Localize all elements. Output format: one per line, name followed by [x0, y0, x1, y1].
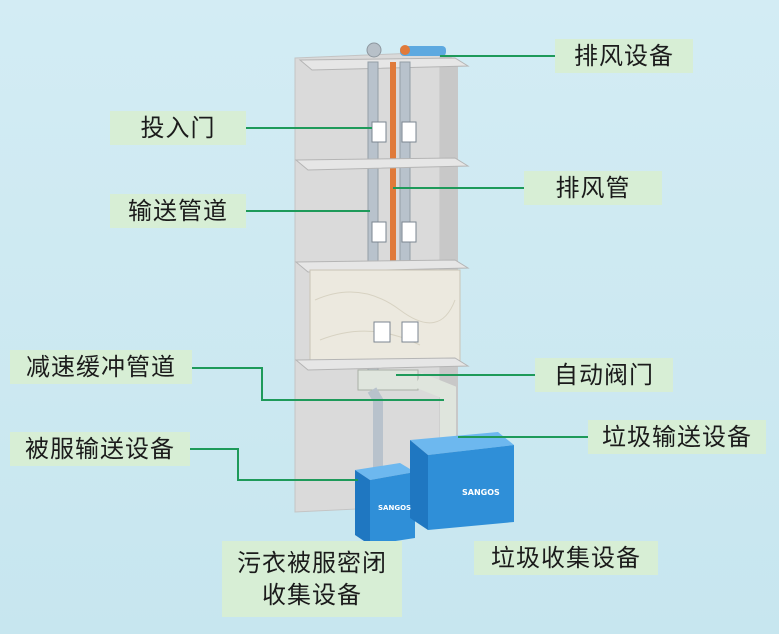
label-garbage-conveying: 垃圾输送设备 — [588, 420, 766, 454]
brand-linen: SANGOS — [378, 504, 411, 512]
label-buffer-pipe: 减速缓冲管道 — [10, 350, 192, 384]
label-linen-collection-line2: 收集设备 — [262, 581, 362, 609]
linen-bin — [355, 463, 415, 545]
label-exhaust-pipe: 排风管 — [524, 171, 662, 205]
label-conveying-pipe: 输送管道 — [110, 194, 246, 228]
label-linen-collection-line1: 污衣被服密闭 — [237, 549, 387, 577]
exhaust-fan-icon — [366, 42, 446, 58]
leader-linen-conveying — [190, 448, 358, 481]
leader-lines — [190, 55, 588, 481]
garbage-bin — [410, 432, 514, 530]
label-linen-conveying: 被服输送设备 — [10, 432, 190, 466]
label-automatic-valve: 自动阀门 — [535, 358, 673, 392]
exhaust-pipe — [390, 62, 396, 277]
shelf-3 — [294, 259, 470, 273]
input-door-icon — [371, 121, 417, 243]
label-input-door: 投入门 — [110, 111, 246, 145]
leader-buffer-pipe — [192, 367, 444, 401]
garbage-pipe — [415, 372, 456, 440]
shelf-2 — [294, 157, 470, 171]
automatic-valve — [357, 369, 419, 391]
shelf-4 — [294, 357, 470, 371]
chamber — [309, 269, 461, 363]
label-exhaust-equipment: 排风设备 — [555, 39, 693, 73]
top-shelf — [298, 57, 470, 71]
label-garbage-collection: 垃圾收集设备 — [474, 541, 658, 575]
brand-garbage: SANGOS — [462, 488, 500, 497]
label-linen-collection: 污衣被服密闭 收集设备 — [222, 541, 402, 617]
